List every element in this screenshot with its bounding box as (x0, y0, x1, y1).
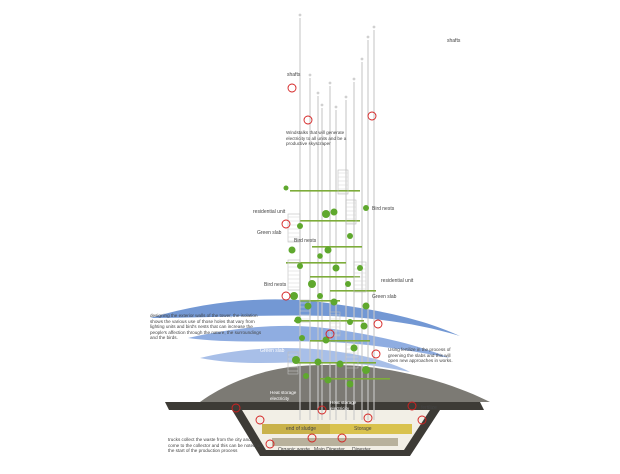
label-digester: Digester (352, 447, 371, 453)
callout-marker (372, 350, 380, 358)
label-main-digester: Main Digester (314, 447, 345, 453)
label-bird-nests-left: Bird nests (264, 282, 286, 288)
label-heat-storage-left: Heat storage electricity (270, 390, 300, 401)
windstalk-tip (361, 58, 364, 61)
label-organic-waste: Organic waste (278, 447, 310, 453)
tree (347, 233, 353, 239)
callout-marker (368, 112, 376, 120)
label-residential-unit-left: residential unit (253, 209, 285, 215)
tree (297, 223, 303, 229)
label-storage: Storage (354, 426, 372, 432)
windstalk-tip (353, 78, 356, 81)
tree (325, 377, 332, 384)
tree (347, 319, 353, 325)
tree (331, 209, 338, 216)
tree (347, 381, 354, 388)
windstalk-tip (335, 106, 338, 109)
green-slab (310, 340, 370, 342)
green-slab (296, 362, 376, 364)
label-shafts-top: shafts (447, 38, 460, 44)
tree (363, 205, 369, 211)
callout-marker (288, 84, 296, 92)
paragraph-exterior-walls: designing the exterior walls of the towe… (150, 313, 268, 341)
tree (292, 356, 300, 364)
windstalk-tip (321, 104, 324, 107)
label-green-slab-left: Green slab (257, 230, 281, 236)
windstalk-tip (309, 74, 312, 77)
green-slab (294, 320, 364, 322)
tree (303, 373, 309, 379)
tree (331, 299, 338, 306)
windstalk-tip (329, 82, 332, 85)
tree (361, 323, 368, 330)
label-windstalks: Windstalks that will generate electricit… (286, 130, 356, 147)
tree (289, 247, 296, 254)
green-slab (312, 246, 362, 248)
tree (345, 281, 351, 287)
windstalk-tip (367, 36, 370, 39)
tree (284, 186, 289, 191)
tree (315, 359, 322, 366)
tree (317, 293, 323, 299)
tree (351, 345, 358, 352)
label-fertilize: fertilize (421, 405, 437, 411)
label-shafts-left: shafts (287, 72, 300, 78)
tree (297, 263, 303, 269)
paragraph-fertilize: Using fertilize in the process of greeni… (388, 347, 458, 364)
tree (363, 303, 370, 310)
label-end-of-sludge: end of sludge (286, 426, 316, 432)
label-heat-storage-right: Heat storage electricity (330, 400, 360, 411)
windstalk-tip (373, 26, 376, 29)
tree (299, 335, 305, 341)
windstalk-tip (317, 92, 320, 95)
callout-marker (374, 320, 382, 328)
green-slab (330, 290, 376, 292)
label-bird-nests-right: Bird nests (372, 206, 394, 212)
tree (317, 253, 323, 259)
windstalk-tip (345, 96, 348, 99)
tree (290, 292, 298, 300)
callout-marker (282, 220, 290, 228)
label-bird-nests-mid: Bird nests (294, 238, 316, 244)
paragraph-trucks: trucks collect the waste from the city a… (168, 437, 263, 454)
tree (308, 280, 316, 288)
tree (357, 265, 363, 271)
digester-floor (272, 438, 398, 446)
tree (362, 366, 370, 374)
label-green-slab-wind: Green slab (260, 348, 284, 354)
windstalk-tip (299, 14, 302, 17)
tree (295, 317, 302, 324)
tree (333, 265, 340, 272)
callout-marker (282, 292, 290, 300)
callout-marker (304, 116, 312, 124)
tree (337, 361, 344, 368)
tree (322, 210, 330, 218)
label-residential-unit-right: residential unit (381, 278, 413, 284)
green-slab (300, 220, 360, 222)
green-slab (310, 276, 360, 278)
hill (200, 365, 490, 402)
tree (325, 247, 332, 254)
label-green-slab-right: Green slab (372, 294, 396, 300)
green-slab (290, 190, 360, 192)
tree (305, 303, 312, 310)
